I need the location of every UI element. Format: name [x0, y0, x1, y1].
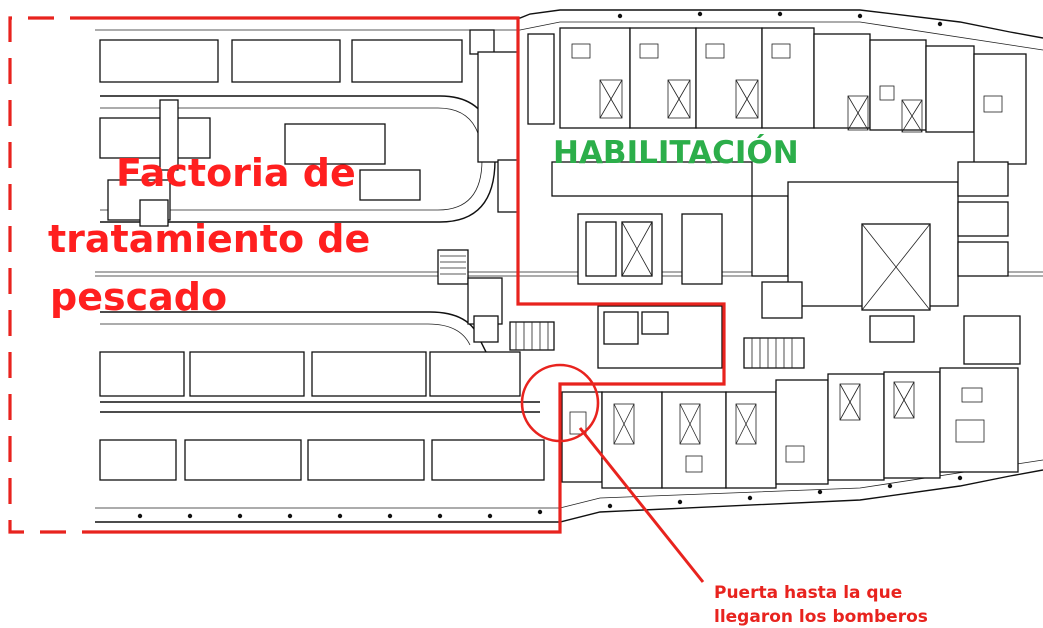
accommodation-area-drawing [527, 27, 1027, 489]
factory-area-drawing [99, 11, 963, 519]
accommodation-label: HABILITACIÓN [553, 134, 799, 171]
factory-label-line-3: pescado [50, 275, 227, 319]
door-callout-line-1: Puerta hasta la que [714, 583, 902, 603]
factory-label-line-2: tratamiento de [48, 217, 370, 261]
frame-markers [137, 11, 963, 519]
factory-outline [8, 16, 726, 534]
door-highlight-circle [520, 363, 600, 443]
factory-label-line-1: Factoria de [116, 151, 356, 195]
door-callout-arrow [578, 427, 705, 583]
door-callout-line-2: llegaron los bomberos [714, 607, 928, 627]
